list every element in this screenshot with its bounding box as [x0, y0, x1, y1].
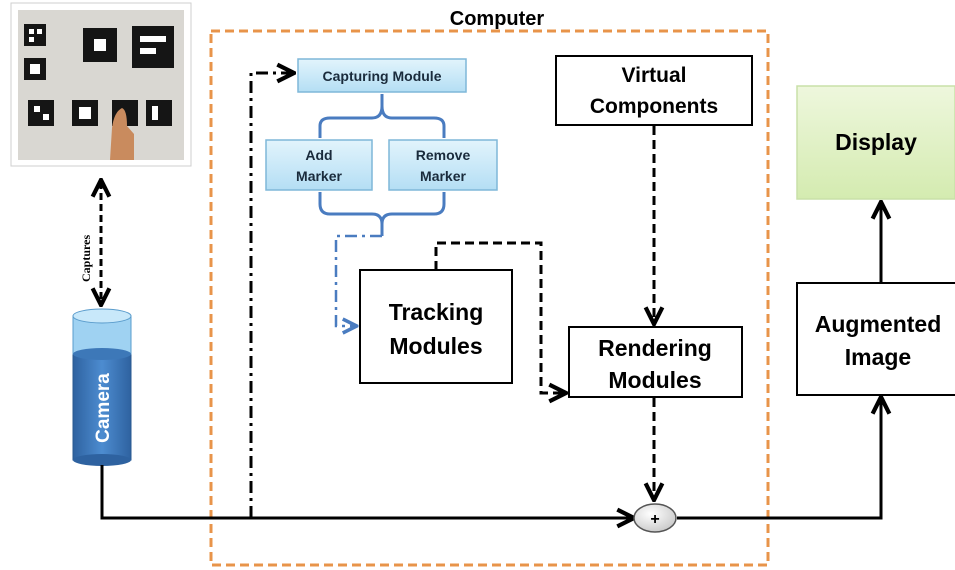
capturing-module-label: Capturing Module	[323, 68, 442, 84]
combiner-node	[633, 503, 677, 533]
capture-feed-line	[249, 73, 292, 518]
combiner-label: +	[650, 511, 659, 528]
top-brace	[318, 94, 446, 138]
display-box	[796, 85, 955, 200]
computer-label: Computer	[450, 8, 545, 30]
add-marker-label-1: Add	[305, 147, 332, 163]
add-marker-box	[265, 139, 373, 191]
display-label: Display	[835, 129, 917, 155]
virtual-components-box	[555, 55, 753, 126]
tracking-modules-box	[359, 269, 513, 384]
bottom-brace	[318, 192, 446, 236]
combiner-to-augmented-line	[677, 399, 881, 520]
augmented-image-label-2: Image	[845, 344, 911, 370]
virtual-components-label-2: Components	[590, 95, 718, 118]
camera-label: Camera	[93, 373, 114, 443]
add-marker-label-2: Marker	[296, 168, 342, 184]
marker-photo	[10, 2, 192, 167]
tracking-to-rendering-line	[434, 241, 564, 393]
augmented-image-box	[796, 282, 955, 396]
captures-label: Captures	[79, 235, 93, 282]
virtual-components-label-1: Virtual	[622, 64, 687, 87]
camera	[72, 308, 132, 466]
camera-signal-line	[100, 465, 632, 518]
tracking-modules-label-1: Tracking	[389, 299, 484, 325]
rendering-modules-label-1: Rendering	[598, 335, 712, 361]
rendering-modules-label-2: Modules	[608, 367, 701, 393]
tracking-modules-label-2: Modules	[389, 333, 482, 359]
remove-marker-label-1: Remove	[416, 147, 471, 163]
remove-marker-label-2: Marker	[420, 168, 466, 184]
capturing-module-box	[297, 58, 467, 93]
remove-marker-box	[388, 139, 498, 191]
rendering-modules-box	[568, 326, 743, 398]
augmented-image-label-1: Augmented	[815, 311, 942, 337]
